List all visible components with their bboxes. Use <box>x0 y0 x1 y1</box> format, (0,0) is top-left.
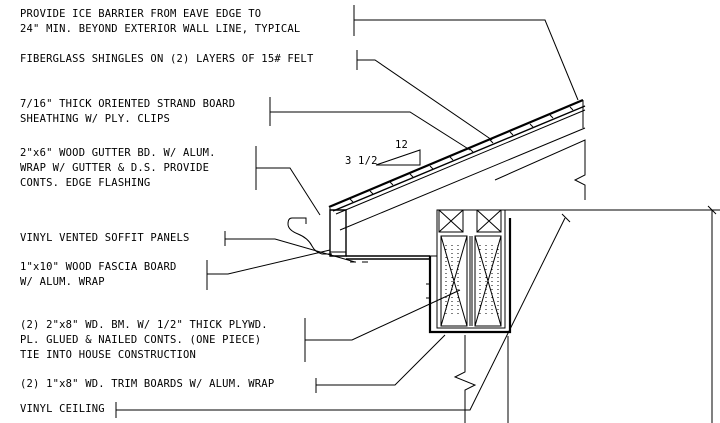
slope-run: 12 <box>395 139 408 151</box>
note-fascia-line2: W/ ALUM. WRAP <box>20 276 105 288</box>
beam-board-2-diag <box>474 235 502 327</box>
beam-bracket <box>426 283 431 299</box>
top-plate-left <box>438 209 464 233</box>
soffit-panel <box>346 255 430 260</box>
leader-trim <box>315 334 446 393</box>
beam-board-2 <box>474 235 502 327</box>
rafter-tail-cut <box>329 208 346 253</box>
roof-sheathing-bottom <box>335 109 586 215</box>
note-gutter-line3: CONTS. EDGE FLASHING <box>20 177 150 189</box>
note-trim: (2) 1"x8" WD. TRIM BOARDS W/ ALUM. WRAP <box>20 378 274 390</box>
wall-tick <box>707 205 717 215</box>
beam-assembly <box>426 209 512 334</box>
leader-shingles <box>356 50 493 141</box>
note-beam-line2: PL. GLUED & NAILED CONTS. (ONE PIECE) <box>20 334 261 346</box>
leader-gutter <box>255 146 321 216</box>
leader-lines <box>115 5 579 418</box>
leader-beam <box>304 289 461 362</box>
note-beam-line3: TIE INTO HOUSE CONSTRUCTION <box>20 349 196 361</box>
leader-fascia <box>206 249 331 290</box>
roof-assembly <box>328 98 586 253</box>
slope-rise: 3 1/2 <box>345 155 378 167</box>
roof-sheathing-top <box>332 105 586 212</box>
note-ice-barrier-line2: 24" MIN. BEYOND EXTERIOR WALL LINE, TYPI… <box>20 23 300 35</box>
slope-triangle <box>375 149 421 166</box>
top-plate-right <box>476 209 502 233</box>
top-plate-x-right <box>476 209 502 233</box>
note-soffit: VINYL VENTED SOFFIT PANELS <box>20 232 190 244</box>
lower-break-line <box>453 335 477 423</box>
drip-edge <box>298 217 307 224</box>
note-ceiling: VINYL CEILING <box>20 403 105 415</box>
note-shingles: FIBERGLASS SHINGLES ON (2) LAYERS OF 15#… <box>20 53 314 65</box>
shingle-ticks <box>349 106 574 203</box>
house-wall <box>453 205 720 423</box>
roof-shingle-line <box>328 98 584 209</box>
note-fascia-line1: 1"x10" WOOD FASCIA BOARD <box>20 261 177 273</box>
note-ice-barrier-line1: PROVIDE ICE BARRIER FROM EAVE EDGE TO <box>20 8 261 20</box>
leader-ice-barrier <box>353 5 579 101</box>
note-osb-line2: SHEATHING W/ PLY. CLIPS <box>20 113 170 125</box>
soffit-return-tick <box>561 213 571 223</box>
leader-osb <box>269 97 471 151</box>
beam-outline <box>436 209 506 329</box>
gutter-profile <box>287 217 332 255</box>
leader-soffit <box>224 231 356 263</box>
note-gutter-line1: 2"x6" WOOD GUTTER BD. W/ ALUM. <box>20 147 216 159</box>
note-beam-line1: (2) 2"x8" WD. BM. W/ 1/2" THICK PLYWD. <box>20 319 268 331</box>
slope-indicator: 12 3 1/2 <box>345 139 421 167</box>
note-gutter-line2: WRAP W/ GUTTER & D.S. PROVIDE <box>20 162 209 174</box>
note-osb-line1: 7/16" THICK ORIENTED STRAND BOARD <box>20 98 235 110</box>
plywood-plate <box>469 236 473 326</box>
roof-break-line <box>494 139 586 200</box>
rafter-bottom-edge <box>339 127 586 231</box>
gutter-board <box>329 209 347 257</box>
leader-ceiling <box>115 217 566 418</box>
gutter-fascia-assembly <box>287 209 430 263</box>
beam-board-1-diag <box>440 235 468 327</box>
top-plate-x-left <box>438 209 464 233</box>
beam-board-1 <box>440 235 468 327</box>
